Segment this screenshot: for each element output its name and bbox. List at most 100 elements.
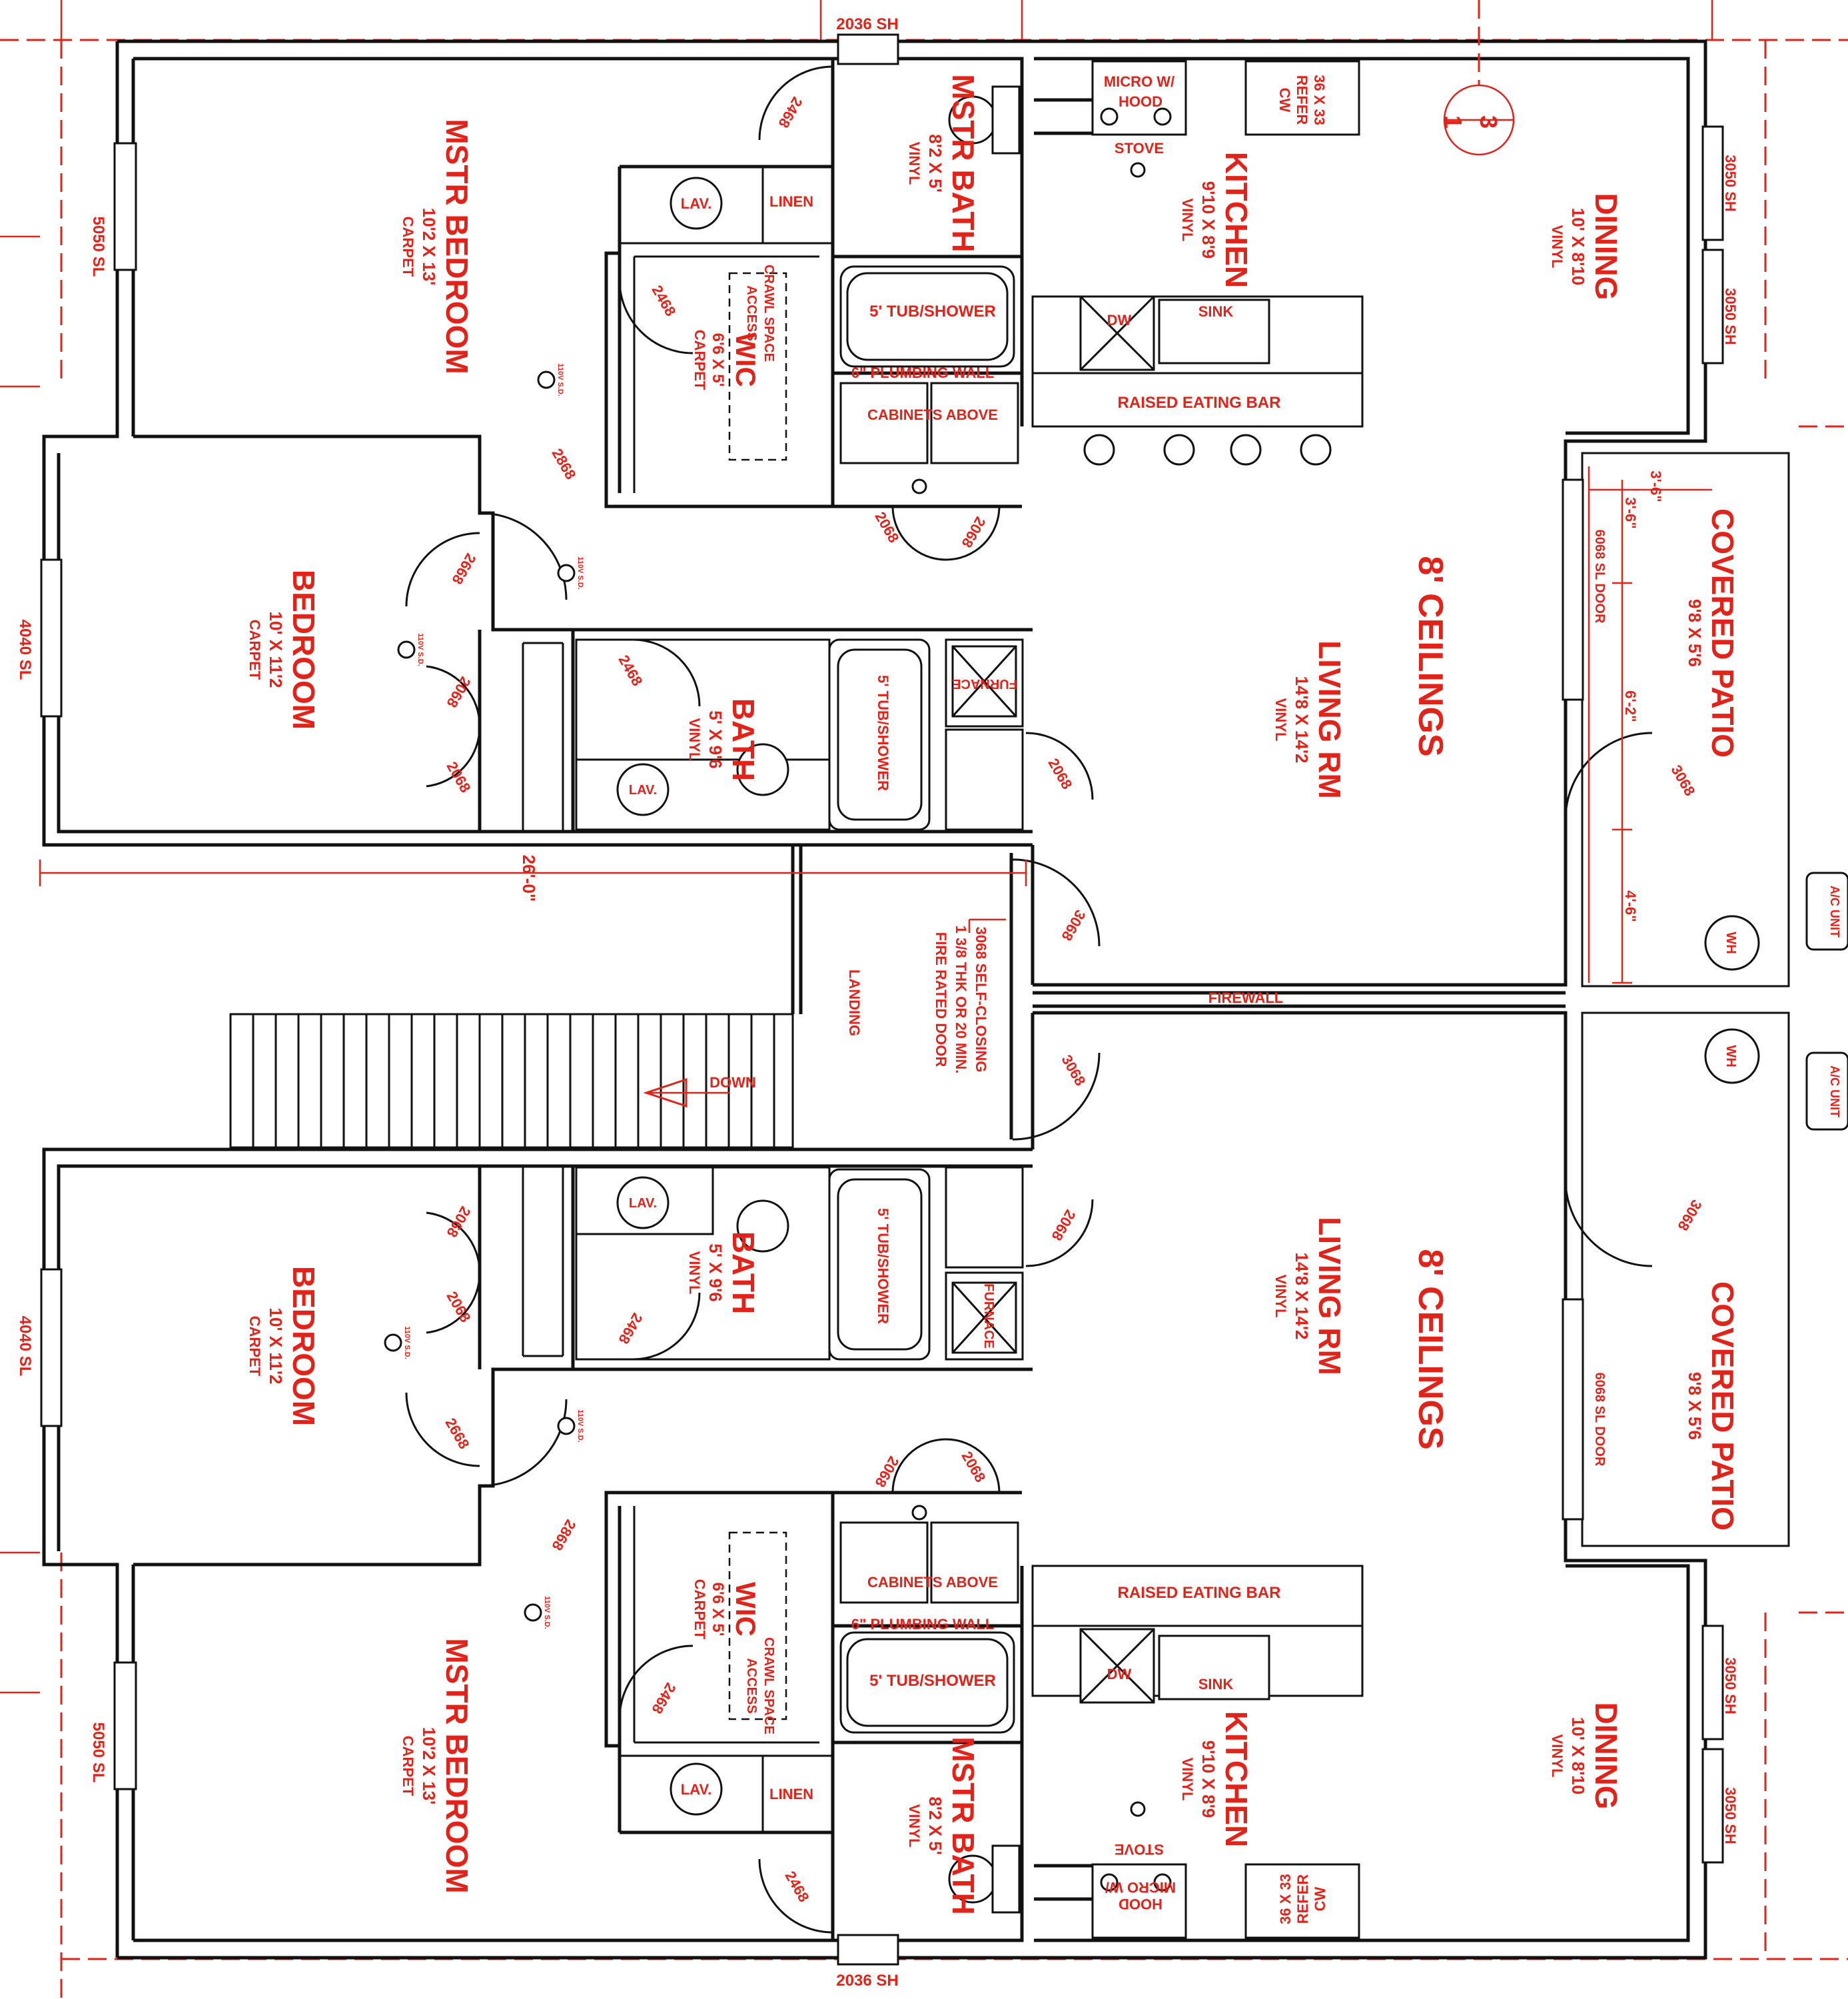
firewall-label: FIREWALL <box>1208 990 1283 1006</box>
room-floor: VINYL <box>686 718 703 762</box>
svg-text:5' TUB/SHOWER: 5' TUB/SHOWER <box>875 675 891 791</box>
ac-unit-upper <box>1805 872 1848 951</box>
room-size: 10'2 X 13' <box>419 208 439 285</box>
svg-text:4'-6": 4'-6" <box>1622 890 1639 922</box>
dimension-lines <box>39 0 1712 984</box>
landing-label: LANDING <box>846 970 863 1036</box>
room-name: DINING <box>1589 1702 1623 1810</box>
svg-text:CW: CW <box>1312 1886 1328 1911</box>
svg-text:3050 SH: 3050 SH <box>1722 288 1739 345</box>
room-size: 6'6 X 5' <box>709 1583 727 1637</box>
room-name: MSTR BATH <box>946 1736 981 1914</box>
room-size: 9'10 X 8'9 <box>1198 1740 1218 1818</box>
svg-text:3068: 3068 <box>1667 762 1698 799</box>
svg-text:CRAWL SPACE: CRAWL SPACE <box>761 265 776 362</box>
svg-text:SINK: SINK <box>1198 303 1234 320</box>
room-floor: VINYL <box>686 1251 703 1295</box>
room-size: 10' X 8'10 <box>1568 1717 1588 1794</box>
svg-text:5050 SL: 5050 SL <box>89 217 107 277</box>
svg-text:REFER: REFER <box>1294 1874 1311 1924</box>
svg-text:ACCESS: ACCESS <box>744 285 759 340</box>
door-note-3: FIRE RATED DOOR <box>933 932 949 1067</box>
svg-text:36 X 33: 36 X 33 <box>1277 1874 1294 1924</box>
svg-text:STOVE: STOVE <box>1115 140 1164 157</box>
svg-text:LAV.: LAV. <box>681 195 711 212</box>
svg-text:MICRO W/: MICRO W/ <box>1104 73 1174 90</box>
svg-text:2068: 2068 <box>958 514 989 550</box>
svg-text:DW: DW <box>1107 1666 1132 1682</box>
room-floor: VINYL <box>906 1804 923 1848</box>
svg-text:ACCESS: ACCESS <box>744 1658 759 1713</box>
svg-text:6068 SL DOOR: 6068 SL DOOR <box>1592 1373 1607 1467</box>
room-name: WIC <box>730 1582 761 1637</box>
svg-text:CABINETS ABOVE: CABINETS ABOVE <box>867 1574 998 1591</box>
svg-text:2468: 2468 <box>648 283 679 319</box>
svg-text:CRAWL SPACE: CRAWL SPACE <box>761 1637 776 1734</box>
room-floor: VINYL <box>906 142 923 185</box>
svg-text:MICRO W/: MICRO W/ <box>1105 1879 1176 1896</box>
notes: 3068 SELF-CLOSING 1 3/8 THK OR 20 MIN. F… <box>709 115 1502 1091</box>
room-floor: VINYL <box>1272 698 1289 742</box>
svg-text:110V S.D.: 110V S.D. <box>576 556 584 590</box>
room-floor: CARPET <box>246 620 263 680</box>
svg-text:LAV.: LAV. <box>629 783 657 798</box>
wh-lower <box>1704 1028 1760 1084</box>
svg-text:110V S.D.: 110V S.D. <box>556 363 564 396</box>
ac-unit-lower <box>1805 1051 1848 1131</box>
svg-text:6" PLUMBING WALL: 6" PLUMBING WALL <box>851 1616 995 1633</box>
wh-upper <box>1704 915 1760 971</box>
ceiling-note: 8' CEILINGS <box>1411 556 1450 756</box>
fixture-labels: MICRO W/ HOOD STOVE 36 X 33 REFER CW DW … <box>403 73 1841 1924</box>
svg-text:LINEN: LINEN <box>769 1786 813 1802</box>
room-floor: VINYL <box>1179 1758 1196 1801</box>
svg-text:6068 SL DOOR: 6068 SL DOOR <box>1592 530 1607 624</box>
svg-text:6" PLUMBING WALL: 6" PLUMBING WALL <box>851 364 995 381</box>
room-name: BEDROOM <box>286 570 321 730</box>
room-floor: CARPET <box>692 330 708 390</box>
room-name: KITCHEN <box>1219 152 1254 288</box>
svg-text:FURNACE: FURNACE <box>952 676 1017 691</box>
room-floor: CARPET <box>400 217 416 277</box>
svg-text:2868: 2868 <box>548 446 579 482</box>
room-name: LIVING RM <box>1312 1217 1347 1375</box>
room-size: 8'2 X 5' <box>925 1796 945 1855</box>
svg-text:CW: CW <box>1276 88 1293 113</box>
room-name: COVERED PATIO <box>1705 508 1740 758</box>
svg-text:36 X 33: 36 X 33 <box>1311 75 1328 125</box>
svg-text:2468: 2468 <box>775 94 805 131</box>
tub <box>839 265 1015 368</box>
ceiling-note: 8' CEILINGS <box>1411 1249 1450 1449</box>
svg-text:WH: WH <box>1723 1045 1738 1067</box>
section-top: 3 <box>1475 115 1502 129</box>
svg-text:110V S.D.: 110V S.D. <box>576 1409 584 1443</box>
room-name: BATH <box>726 698 761 781</box>
room-size: 9'10 X 8'9 <box>1198 181 1218 259</box>
svg-text:5' TUB/SHOWER: 5' TUB/SHOWER <box>869 1672 996 1690</box>
down-label: DOWN <box>709 1074 756 1091</box>
room-size: 5' X 9'6 <box>705 710 725 769</box>
svg-text:3050 SH: 3050 SH <box>1722 1787 1739 1844</box>
svg-text:2668: 2668 <box>448 550 479 587</box>
room-size: 10' X 8'10 <box>1568 208 1588 285</box>
fridge <box>1244 60 1360 136</box>
room-name: MSTR BEDROOM <box>440 119 474 374</box>
windows <box>40 33 1724 1966</box>
svg-text:4040 SL: 4040 SL <box>16 620 34 680</box>
upper-fixtures <box>616 60 1848 971</box>
svg-text:2468: 2468 <box>615 1310 646 1347</box>
room-name: DINING <box>1589 193 1623 301</box>
svg-text:HOOD: HOOD <box>1119 1896 1162 1912</box>
svg-text:WH: WH <box>1723 932 1738 954</box>
svg-text:A/C UNIT: A/C UNIT <box>1828 886 1841 938</box>
svg-text:FURNACE: FURNACE <box>981 1283 996 1349</box>
svg-text:110V S.D.: 110V S.D. <box>403 1326 411 1359</box>
room-size: 9'8 X 5'6 <box>1685 1372 1705 1440</box>
svg-text:5050 SL: 5050 SL <box>89 1722 107 1783</box>
svg-text:110V S.D.: 110V S.D. <box>416 633 424 666</box>
svg-text:LAV.: LAV. <box>681 1781 711 1798</box>
room-size: 6'6 X 5' <box>709 333 727 387</box>
room-size: 10' X 11'2 <box>266 611 286 688</box>
svg-text:2468: 2468 <box>615 652 646 689</box>
svg-text:2068: 2068 <box>1045 756 1075 792</box>
svg-text:2068: 2068 <box>1048 1207 1079 1243</box>
